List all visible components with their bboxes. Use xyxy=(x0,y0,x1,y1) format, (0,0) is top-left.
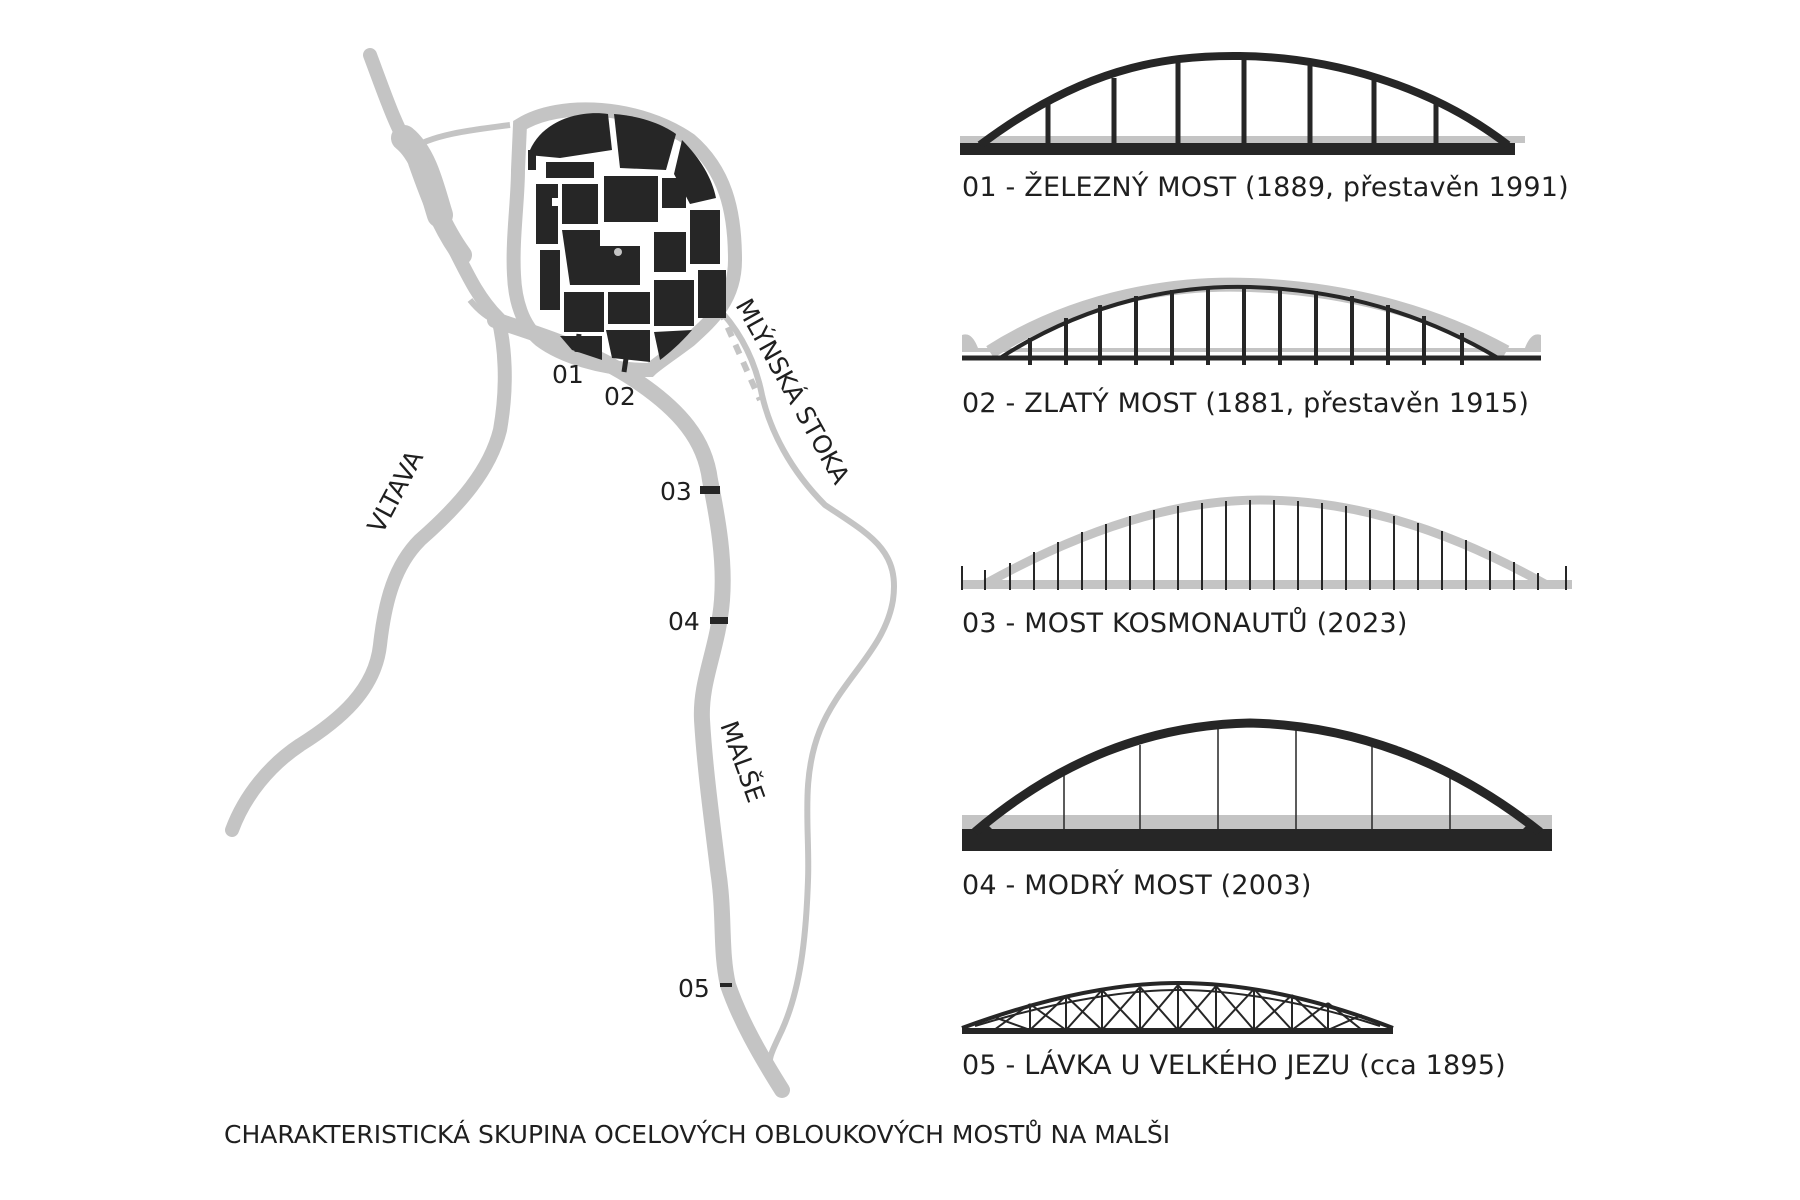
deck-01 xyxy=(960,143,1515,155)
river-map xyxy=(225,48,897,1098)
arch-01 xyxy=(977,51,1511,149)
arch-03 xyxy=(982,495,1548,588)
old-town-blocks xyxy=(528,113,726,362)
bridge-elevation-05 xyxy=(961,980,1394,1034)
malse-river xyxy=(487,312,790,1098)
marker-02 xyxy=(621,351,630,373)
marker-03 xyxy=(700,486,720,494)
label-marker-01: 01 xyxy=(552,360,584,389)
bridge-elevation-01 xyxy=(960,51,1525,155)
label-vltava: VLTAVA xyxy=(362,446,429,538)
marker-05 xyxy=(720,983,732,987)
vltava-river xyxy=(225,48,512,837)
marker-04 xyxy=(710,617,728,624)
caption-bridge-03: 03 - MOST KOSMONAUTŮ (2023) xyxy=(962,608,1408,639)
label-marker-02: 02 xyxy=(604,382,636,411)
label-malse: MALŠE xyxy=(714,717,771,806)
label-marker-05: 05 xyxy=(678,974,710,1003)
label-marker-04: 04 xyxy=(668,607,700,636)
arch-05 xyxy=(961,980,1394,1030)
figure-caption: CHARAKTERISTICKÁ SKUPINA OCELOVÝCH OBLOU… xyxy=(224,1120,1171,1149)
deck-04 xyxy=(962,829,1552,851)
marker-01 xyxy=(574,333,582,353)
caption-bridge-01: 01 - ŽELEZNÝ MOST (1889, přestavěn 1991) xyxy=(962,172,1569,203)
caption-bridge-04: 04 - MODRÝ MOST (2003) xyxy=(962,870,1312,901)
arch-04 xyxy=(972,718,1543,836)
deck-03 xyxy=(962,580,1572,589)
caption-bridge-02: 02 - ZLATÝ MOST (1881, přestavěn 1915) xyxy=(962,388,1530,419)
label-marker-03: 03 xyxy=(660,477,692,506)
label-mlynska-stoka: MLÝNSKÁ STOKA xyxy=(730,294,856,489)
caption-bridge-05: 05 - LÁVKA U VELKÉHO JEZU (cca 1895) xyxy=(962,1050,1506,1081)
mlynska-stoka xyxy=(712,302,897,1061)
old-town-outline xyxy=(506,102,743,378)
bridge-elevation-03 xyxy=(961,495,1572,590)
bridge-elevation-04 xyxy=(962,718,1552,851)
map-bridge-markers xyxy=(574,333,732,987)
bridge-elevation-02 xyxy=(962,277,1541,365)
